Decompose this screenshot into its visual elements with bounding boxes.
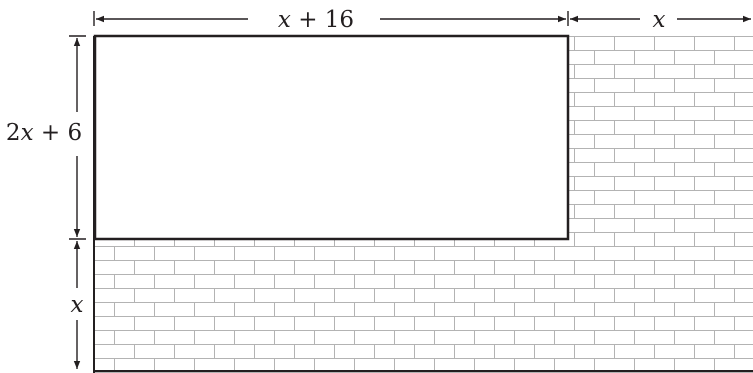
rectangle-height-label: 2x + 6 [6,120,82,146]
white-rectangle [93,34,570,241]
remaining-height-label: x [71,292,84,318]
remaining-width-label: x [653,7,666,33]
rectangle-width-label: x + 16 [278,7,354,33]
